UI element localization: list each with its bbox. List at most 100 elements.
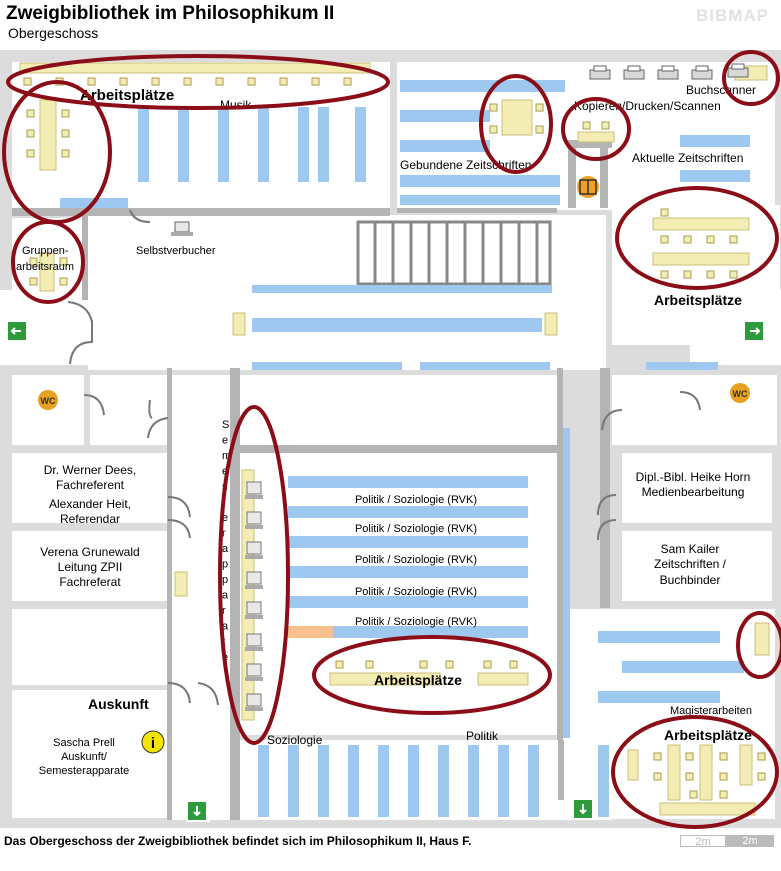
door-arc-icon [167,496,191,518]
shelf [400,80,565,92]
footer-caption: Das Obergeschoss der Zweigbibliothek bef… [4,834,472,848]
vertical-letter: e [222,512,228,524]
room-office-dees [12,453,167,523]
desk-mag-4 [739,744,753,786]
walls [12,140,612,820]
shelf [252,285,552,293]
computer-icon [245,601,263,619]
staircase [356,220,552,286]
shelf [400,195,560,205]
shelves-zeitschriften [400,80,750,205]
label-arbeitsplaetze-center: Arbeitsplätze [374,672,462,688]
shelf [138,107,149,182]
brand-logo: BIBMAP [695,6,769,25]
shelf [288,566,528,578]
shelf [598,691,720,703]
desk-left [39,99,57,171]
desk-semesterapparate [241,469,255,721]
label-buchscanner: Buchscanner [686,83,756,97]
door-arc-icon [601,409,623,431]
label-musik: Musik [220,98,252,112]
wc-icon: WC [38,390,58,410]
desk-mag-1 [627,749,639,781]
computer-icon [245,481,263,499]
label-gruppen-2: arbeitsraum [16,261,74,273]
label-office-horn-1: Dipl.-Bibl. Heike Horn [636,470,751,484]
ring-arbeitsplaetze-center [312,635,552,715]
printer-icon [623,65,645,80]
desk-gruppen [39,252,55,292]
door-arc-icon [147,417,169,439]
door-arc-icon [679,391,701,411]
printer-icon [589,65,611,80]
desk-right-2 [652,252,750,266]
label-gruppen-1: Gruppen- [22,245,69,257]
vertical-letter: p [222,559,228,571]
label-office-dees-4: Referendar [60,512,120,526]
shelves-politik-rvk [288,428,744,738]
shelf [438,745,449,817]
computer-icon [245,633,263,651]
page-title: Zweigbibliothek im Philosophikum II [6,3,335,24]
shelf [288,476,528,488]
label-office-grunewald-3: Fachreferat [59,575,121,589]
vertical-letter: a [222,590,229,602]
shelf [400,110,490,122]
label-politik-rvk-2: Politik / Soziologie (RVK) [355,523,477,535]
shelf [400,140,490,152]
shelf [420,362,550,370]
scale-bar-white: 2m [680,835,726,848]
label-kopieren: Kopieren/Drucken/Scannen [574,99,721,113]
desk-corridor-2 [544,312,558,336]
computer-icon [245,511,263,529]
shelf [468,745,479,817]
desk-row-top [19,62,371,74]
ring-gruppenarbeitsraum [11,220,85,304]
vertical-letter: p [222,574,228,586]
printers [589,63,749,80]
east-corridor [690,290,781,365]
label-office-horn-2: Medienbearbeitung [642,485,745,499]
ring-arbeitsplaetze-bottom-right [611,715,779,829]
vertical-letter: a [222,621,229,633]
shelf [252,318,542,332]
door-arc-icon [597,494,617,516]
ring-semesterapparate [218,405,290,745]
desks [19,62,770,816]
label-politik-rvk-4: Politik / Soziologie (RVK) [355,586,477,598]
label-politik-rvk-1: Politik / Soziologie (RVK) [355,494,477,506]
label-arbeitsplaetze-right: Arbeitsplätze [654,292,742,308]
wc-icon: WC [730,383,750,403]
shelf [622,661,744,673]
wc-label: WC [733,389,748,399]
desk-corridor-1 [232,312,246,336]
label-office-grunewald-1: Verena Grunewald [40,545,139,559]
vertical-letter: e [222,435,228,447]
room-office-grunewald [12,531,167,601]
desk-grunewald [174,571,188,597]
label-politik: Politik [466,729,499,743]
shelf [408,745,419,817]
label-prell-1: Sascha Prell [53,737,115,749]
shelf [563,428,570,738]
exit-sign-icon [188,802,206,820]
vertical-letter: a [222,543,229,555]
computer-icon [245,541,263,559]
shelf [178,107,189,182]
computer-icon [245,663,263,681]
label-office-dees-2: Fachreferent [56,478,125,492]
desk-right-1 [652,217,750,231]
door-arc-icon [129,209,151,223]
shelf [288,745,299,817]
shelf [598,631,720,643]
vertical-letter: S [222,419,229,431]
label-office-grunewald-2: Leitung ZPII [58,560,123,574]
label-magisterarbeiten: Magisterarbeiten [670,705,752,717]
room-central-north [240,375,557,445]
desk-center-2 [477,672,529,686]
door-arc-icon [148,399,153,419]
label-office-dees-1: Dr. Werner Dees, [44,463,136,477]
door-arc-icon [83,394,105,416]
label-office-kailer-1: Sam Kailer [661,542,720,556]
desk-mag-3 [699,744,713,801]
